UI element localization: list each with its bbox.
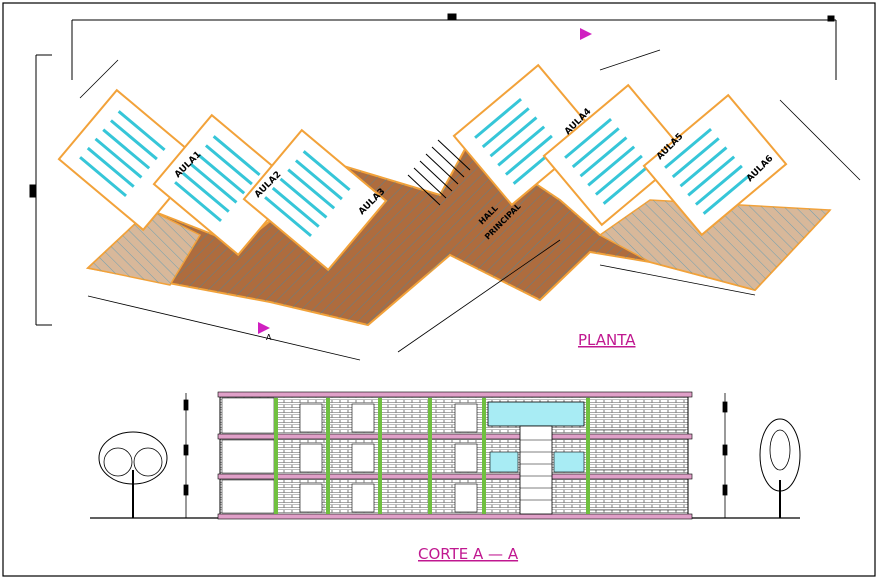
- classroom-block-4: [452, 63, 598, 207]
- left-corridor-level1: [221, 397, 275, 434]
- section-right-dimension: [722, 393, 728, 518]
- hall-glass-upper: [487, 401, 585, 427]
- diagonal-dimensions: [79, 49, 861, 361]
- left-corridor-level3: [221, 479, 275, 514]
- classroom-block-2: [152, 113, 298, 257]
- classroom-block-5: [542, 83, 688, 227]
- floor-slabs: [217, 391, 693, 520]
- right-railings: [590, 429, 686, 511]
- section-marker-bottom: [258, 322, 270, 334]
- tree-right: [759, 418, 801, 518]
- top-dimension-line: [71, 13, 837, 80]
- staircase: [407, 139, 471, 206]
- left-end-hatch: [88, 210, 200, 285]
- floor-plan: AULA1 AULA2 AULA3 AULA4 AULA5 AULA6 HALL…: [57, 28, 861, 361]
- hall-glass-mid-right: [553, 451, 585, 473]
- left-dimension-line: [29, 54, 52, 326]
- plan-title: PLANTA: [578, 331, 636, 349]
- section-title: CORTE A — A: [418, 545, 519, 563]
- hall-stair-lines: [520, 439, 552, 501]
- hall-glass-mid-left: [489, 451, 519, 473]
- corridor-hatch: [88, 140, 830, 325]
- section-left-dimension: [183, 393, 189, 518]
- section-windows: [299, 403, 478, 513]
- classroom-block-6: [642, 93, 788, 237]
- right-end-hatch: [600, 200, 830, 290]
- left-corridor-level2: [221, 439, 275, 474]
- building-brick-fill: [219, 395, 689, 519]
- tree-left: [98, 431, 168, 518]
- section-view: [90, 391, 801, 520]
- columns: [274, 398, 590, 514]
- classroom-block-3: [242, 128, 388, 272]
- hall-stair-block: [519, 425, 553, 515]
- section-marker-label: A: [266, 333, 272, 342]
- section-marker-top: [580, 28, 592, 40]
